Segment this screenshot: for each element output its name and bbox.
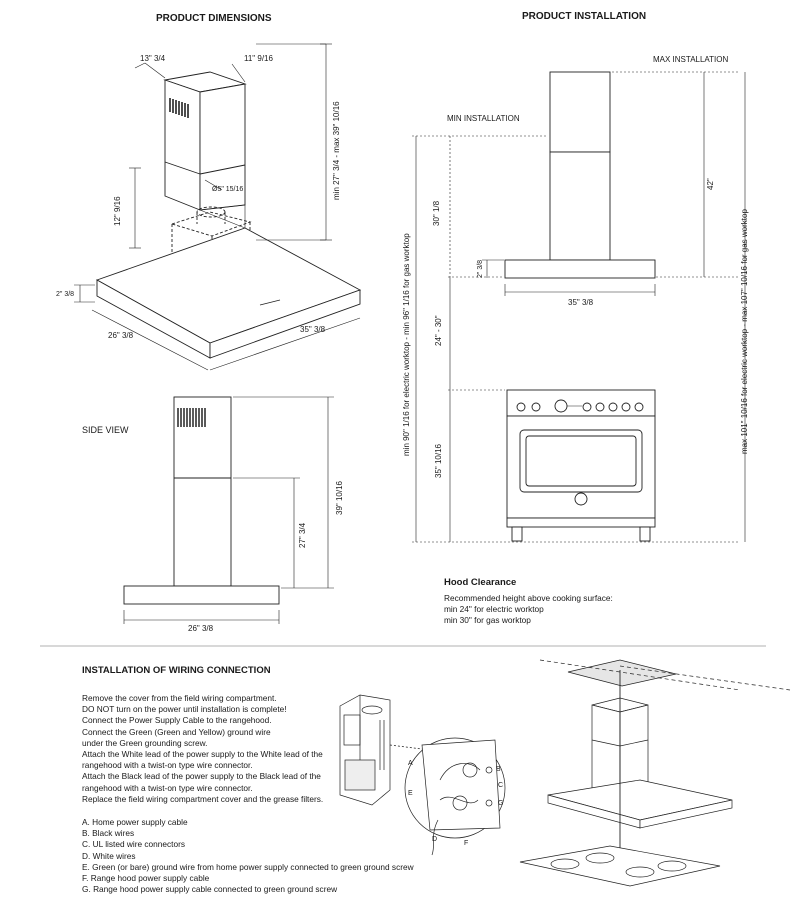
legend-item: D. White wires <box>82 850 136 861</box>
chimney-width-label: 13" 3/4 <box>140 54 166 63</box>
wiring-box-drawing <box>339 694 506 856</box>
clearance-line: min 24" for electric worktop <box>444 604 544 615</box>
side-upper-height-label: 27" 3/4 <box>298 522 307 548</box>
canopy-thickness-label: 2" 3/8 <box>56 291 75 298</box>
wiring-step: Remove the cover from the field wiring c… <box>82 693 277 703</box>
min-installation-label: MIN INSTALLATION <box>447 114 520 123</box>
hood-width-label: 35" 3/8 <box>568 298 594 307</box>
legend-item: F. Range hood power supply cable <box>82 873 210 884</box>
callout-c: C <box>498 782 504 789</box>
wiring-steps: Remove the cover from the field wiring c… <box>82 693 323 805</box>
wiring-legend: A. Home power supply cable B. Black wire… <box>82 817 414 895</box>
legend-item: B. Black wires <box>82 828 135 839</box>
callout-e: E <box>408 790 413 797</box>
range-height-label: 35" 10/16 <box>434 444 443 478</box>
wiring-step: Connect the Power Supply Cable to the ra… <box>82 715 272 726</box>
wiring-step: rangehood with a twist-on type wire conn… <box>82 782 253 793</box>
clearance-line: min 30" for gas worktop <box>444 615 531 626</box>
callout-f: F <box>464 840 469 847</box>
min-total-height-label: min 90" 1/16 for electric worktop - min … <box>402 233 411 456</box>
chimney-height-label: min 27" 3/4 - max 39" 10/16 <box>332 101 341 200</box>
side-view-drawing <box>123 396 334 624</box>
hood-thickness-label: 2" 3/8 <box>477 259 484 278</box>
wiring-step: Replace the field wiring compartment cov… <box>82 793 324 804</box>
product-installation-title: PRODUCT INSTALLATION <box>522 11 647 22</box>
callout-d: D <box>432 836 438 843</box>
chimney-min-label: 30" 1/8 <box>432 200 441 226</box>
product-dimensions-title: PRODUCT DIMENSIONS <box>156 13 272 24</box>
side-view-title: SIDE VIEW <box>82 425 129 435</box>
legend-item: E. Green (or bare) ground wire from home… <box>82 861 414 872</box>
callout-b: B <box>496 766 501 773</box>
island-hood-3d-drawing <box>519 659 791 887</box>
legend-item: A. Home power supply cable <box>82 817 188 827</box>
clearance-line: Recommended height above cooking surface… <box>444 593 613 603</box>
clearance-range-label: 24" - 30" <box>434 315 443 346</box>
duct-height-label: 12" 9/16 <box>113 196 122 226</box>
side-depth-label: 26" 3/8 <box>188 624 214 633</box>
callout-a: A <box>408 760 413 767</box>
iso-hood-drawing <box>74 43 362 371</box>
wiring-step: Attach the White lead of the power suppl… <box>82 749 323 760</box>
legend-item: G. Range hood power supply cable connect… <box>82 884 338 895</box>
chimney-depth-label: 11" 9/16 <box>244 54 273 63</box>
legend-item: C. UL listed wire connectors <box>82 839 185 850</box>
hood-clearance-title: Hood Clearance <box>444 577 517 588</box>
wiring-step: Attach the Black lead of the power suppl… <box>82 771 321 782</box>
max-installation-label: MAX INSTALLATION <box>653 55 729 64</box>
wiring-title: INSTALLATION OF WIRING CONNECTION <box>82 665 271 676</box>
max-total-height-label: max 101" 10/16 for electric worktop - ma… <box>740 209 749 454</box>
callout-g: G <box>498 800 504 807</box>
canopy-depth-label: 26" 3/8 <box>108 331 134 340</box>
wiring-step: under the Green grounding screw. <box>82 737 208 748</box>
side-total-height-label: 39" 10/16 <box>335 481 344 515</box>
wiring-step: Connect the Green (Green and Yellow) gro… <box>82 726 271 737</box>
canopy-width-label: 35" 3/8 <box>300 325 326 334</box>
installation-drawing <box>412 71 746 543</box>
chimney-max-label: 42" <box>706 178 715 190</box>
hood-clearance-text: Recommended height above cooking surface… <box>444 593 613 627</box>
duct-diameter-label: Ø5" 15/16 <box>212 186 244 193</box>
wiring-step: rangehood with a twist-on type wire conn… <box>82 760 253 771</box>
wiring-step: DO NOT turn on the power until installat… <box>82 704 287 715</box>
